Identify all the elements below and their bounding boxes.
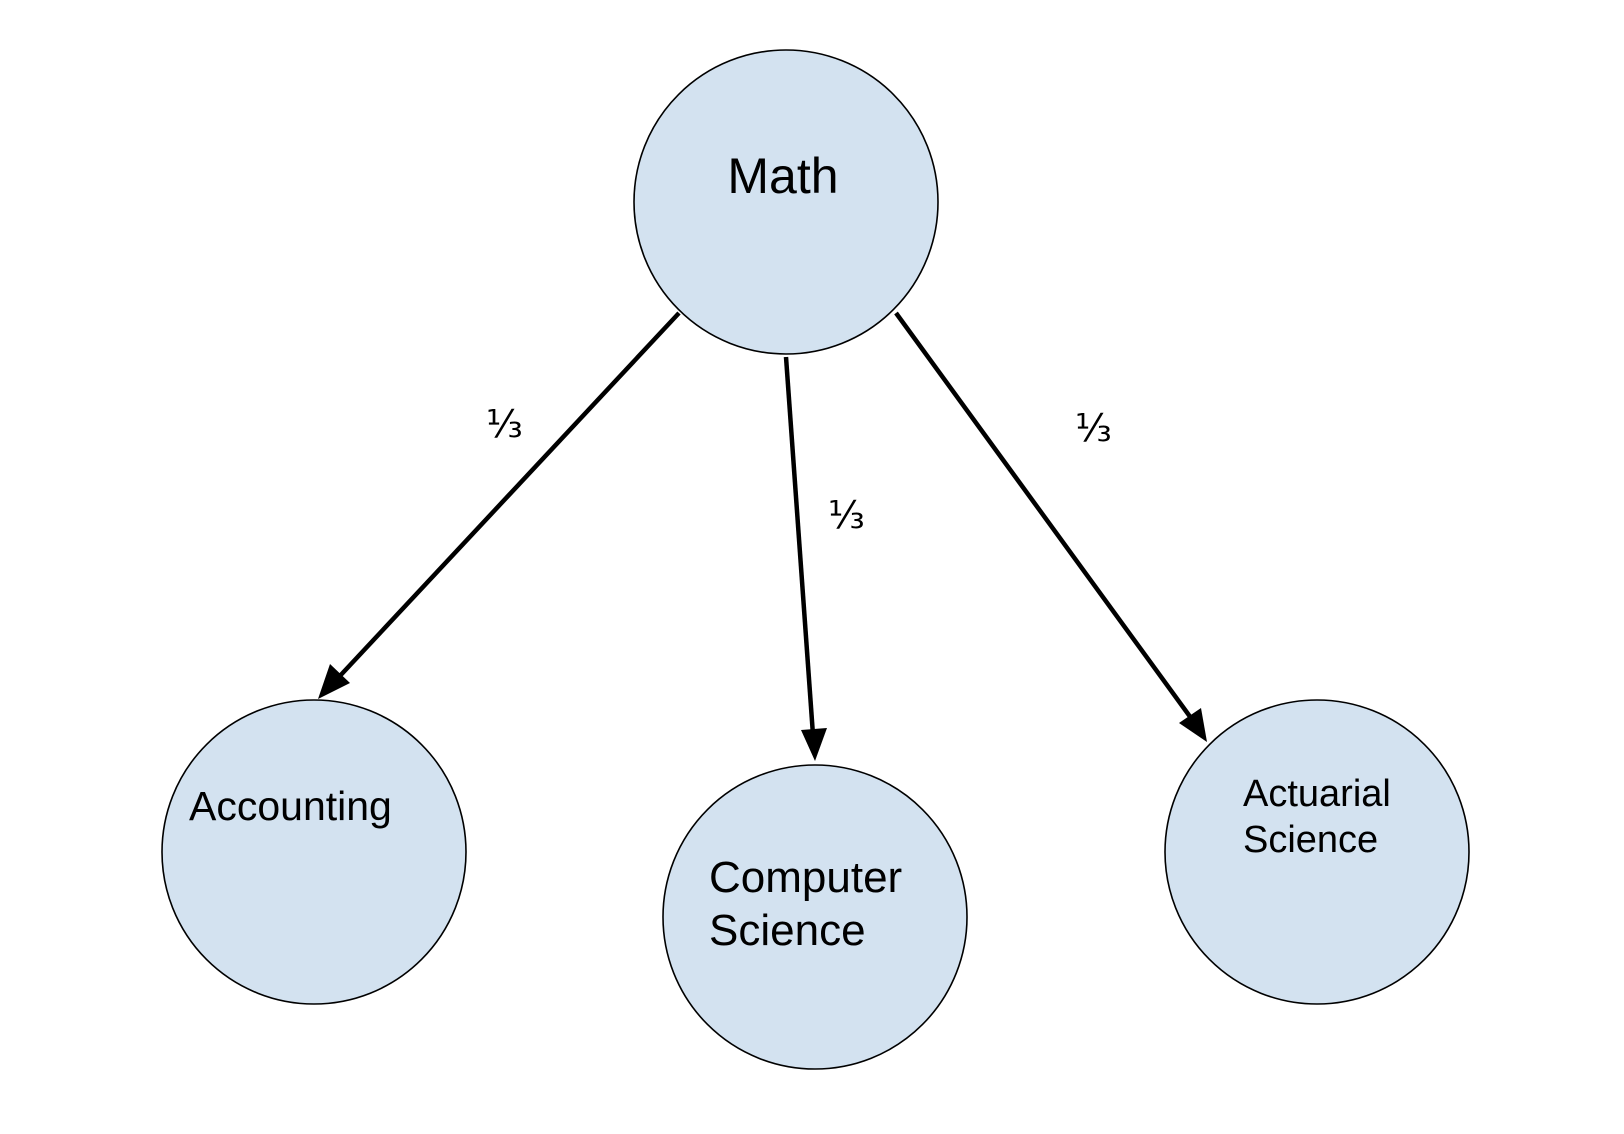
node-math[interactable]: Math xyxy=(633,49,939,355)
node-circle xyxy=(161,699,467,1005)
node-accounting[interactable]: Accounting xyxy=(161,699,467,1005)
edge-line xyxy=(894,311,1193,720)
edge-label: ⅓ xyxy=(828,493,865,537)
arrowhead-icon xyxy=(801,728,827,761)
node-label-line: Accounting xyxy=(189,783,392,829)
edge-math-to-accounting[interactable]: ⅓ xyxy=(318,311,681,699)
edge-line xyxy=(783,356,816,736)
node-computer-science[interactable]: Computer Science xyxy=(662,764,968,1070)
edge-label: ⅓ xyxy=(1075,406,1112,450)
node-label-line: Math xyxy=(727,148,838,204)
node-label-line: Actuarial xyxy=(1243,773,1391,815)
arrowhead-icon xyxy=(318,664,350,699)
edge-line xyxy=(336,311,681,680)
node-circle xyxy=(633,49,939,355)
node-actuarial-science[interactable]: Actuarial Science xyxy=(1164,699,1470,1005)
node-label-line: Science xyxy=(709,906,866,955)
node-circle xyxy=(662,764,968,1070)
edges: ⅓ ⅓ ⅓ xyxy=(318,311,1207,761)
edge-math-to-computer-science[interactable]: ⅓ xyxy=(783,356,865,761)
node-label-line: Computer xyxy=(709,853,902,902)
arrowhead-icon xyxy=(1179,708,1207,742)
node-label-line: Science xyxy=(1243,819,1378,861)
edge-math-to-actuarial-science[interactable]: ⅓ xyxy=(894,311,1207,742)
node-circle xyxy=(1164,699,1470,1005)
edge-label: ⅓ xyxy=(486,402,523,446)
